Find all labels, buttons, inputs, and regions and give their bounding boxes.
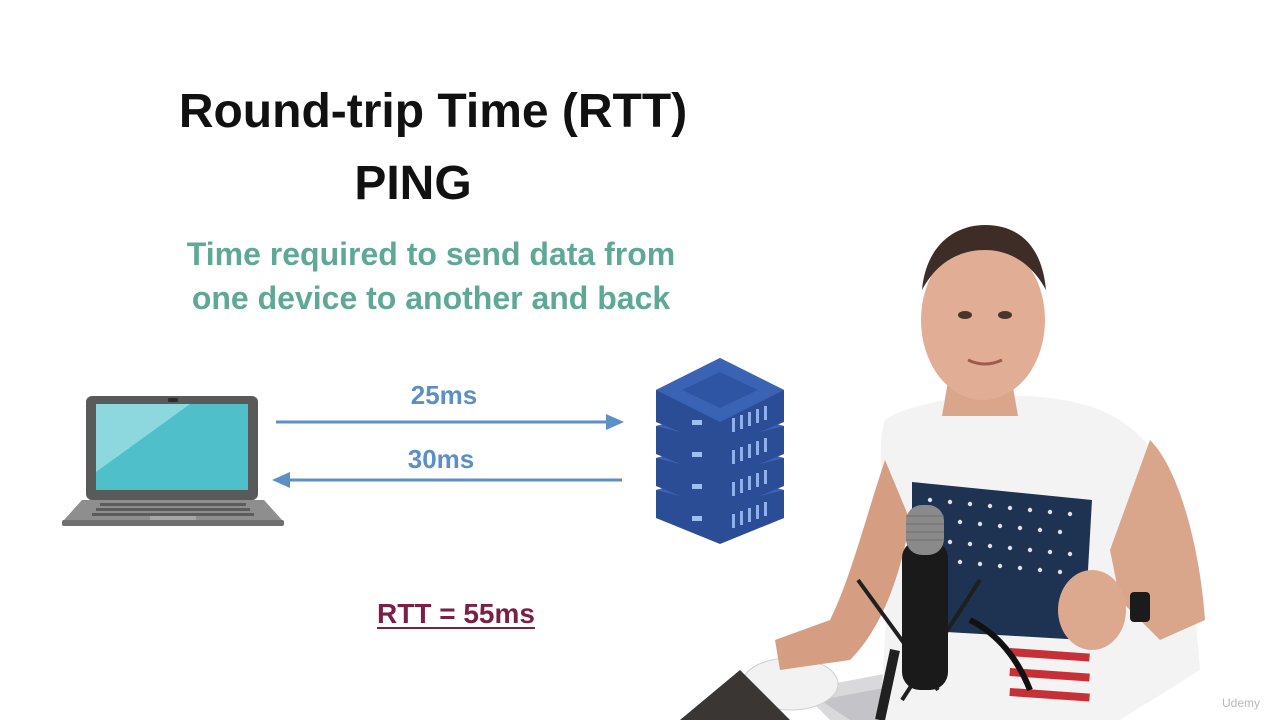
slide-title: Round-trip Time (RTT)	[178, 85, 688, 138]
slide-subtitle: PING	[354, 157, 472, 210]
rtt-result: RTT = 55ms	[377, 598, 535, 629]
laptop-icon	[62, 396, 284, 526]
arrow-right-icon	[276, 414, 624, 430]
outbound-latency-label: 25ms	[410, 380, 478, 410]
presenter-video	[680, 225, 1205, 720]
udemy-watermark: Udemy	[1222, 696, 1261, 710]
transfer-arrows	[272, 414, 624, 488]
arrow-left-icon	[272, 472, 622, 488]
definition-line-2: one device to another and back	[191, 280, 671, 316]
rtt-definition: Time required to send data from one devi…	[0, 232, 862, 320]
definition-line-1: Time required to send data from	[186, 236, 676, 272]
server-stack-icon	[656, 358, 784, 544]
return-latency-label: 30ms	[407, 444, 475, 474]
